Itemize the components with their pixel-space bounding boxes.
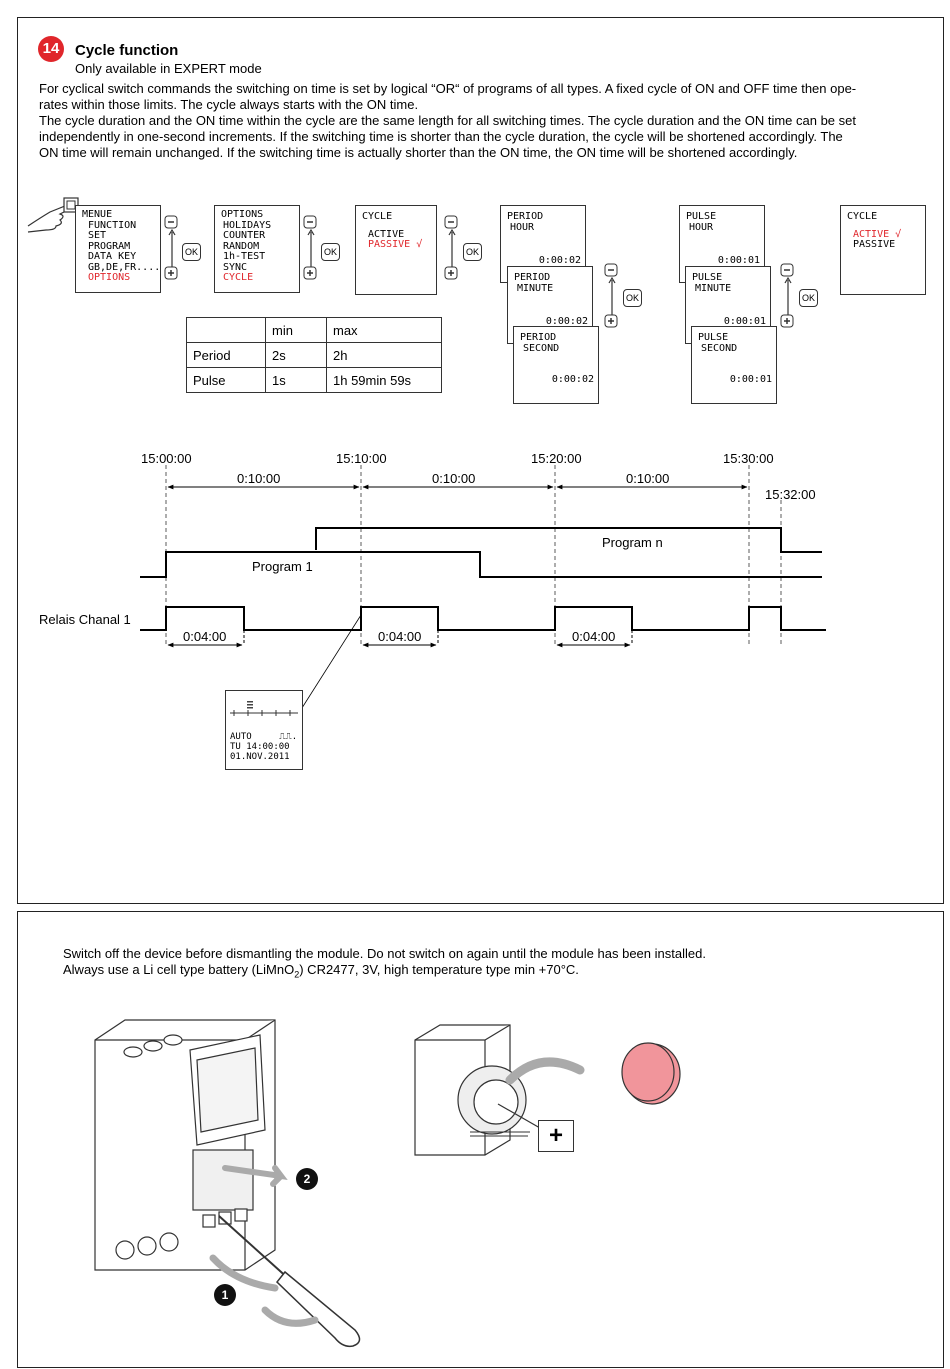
on-time-label: 0:04:00 [572,629,616,644]
on-time-label: 0:04:00 [378,629,422,644]
button-group-4 [604,263,618,328]
minus-button[interactable] [303,215,317,229]
relais-signal [140,606,826,631]
time-label-t4: 15:32:00 [765,487,816,502]
display-mode: AUTO [230,732,252,742]
step-1-badge: 1 [214,1284,236,1306]
check-mark-icon: √ [416,239,423,250]
battery-coin-icon [621,1042,681,1105]
table-header-row: min max [186,317,442,343]
time-label-t0: 15:00:00 [141,451,192,466]
plus-button[interactable] [444,266,458,280]
minus-button[interactable] [604,263,618,277]
display-time: TU 14:00:00 [230,742,290,752]
time-label-t3: 15:30:00 [723,451,774,466]
ok-button[interactable]: OK [182,243,201,261]
interval-label: 0:10:00 [626,471,670,486]
time-label-t1: 15:10:00 [336,451,387,466]
lcd-period-second: PERIOD SECOND 0:00:02 [513,326,599,404]
button-group-5 [780,263,794,328]
button-group-1 [164,215,178,280]
hour-bar-icon [230,701,298,716]
plus-button[interactable] [303,266,317,280]
relais-channel-label: Relais Chanal 1 [39,612,131,627]
hand-pointer-icon [27,197,79,233]
battery-module-illustration [414,1024,585,1156]
lcd-options-screen: OPTIONS HOLIDAYS COUNTER RANDOM 1h-TEST … [214,205,300,293]
minus-button[interactable] [780,263,794,277]
plus-button[interactable] [164,266,178,280]
minus-button[interactable] [164,215,178,229]
program-1-signal [140,551,822,578]
battery-instructions: Switch off the device before dismantling… [63,946,706,980]
program-n-signal [315,527,822,553]
interval-label: 0:10:00 [432,471,476,486]
button-group-2 [303,215,317,280]
minus-button[interactable] [444,215,458,229]
program-n-label: Program n [602,535,663,550]
step-2-badge: 2 [296,1168,318,1190]
check-mark-icon: √ [895,228,902,240]
lcd-pulse-second: PULSE SECOND 0:00:01 [691,326,777,404]
time-label-t2: 15:20:00 [531,451,582,466]
lcd-cycle-screen-1: CYCLE ACTIVE PASSIVE √ [355,205,437,295]
section-title: Cycle function [75,42,179,59]
timing-diagram [140,465,826,736]
ok-button[interactable]: OK [321,243,340,261]
timer-device-illustration [94,1019,361,1348]
intro-paragraph: For cyclical switch commands the switchi… [39,81,857,160]
cycle-function-panel: 14 Cycle function Only available in EXPE… [17,17,944,904]
ok-button[interactable]: OK [463,243,482,261]
section-number-badge: 14 [38,36,64,62]
lcd-menu-screen: MENUE FUNCTION SET PROGRAM DATA KEY GB,D… [75,205,161,293]
ok-button[interactable]: OK [799,289,818,307]
display-date: 01.NOV.2011 [230,752,290,762]
device-status-display: AUTO ⎍⎍. TU 14:00:00 01.NOV.2011 [225,690,303,770]
lcd-cycle-screen-2: CYCLE ACTIVE √ PASSIVE [840,205,926,295]
pulse-icon: ⎍⎍. [279,732,298,742]
plus-button[interactable] [780,314,794,328]
positive-terminal-icon: + [538,1120,574,1152]
plus-button[interactable] [604,314,618,328]
on-time-label: 0:04:00 [183,629,227,644]
interval-label: 0:10:00 [237,471,281,486]
ok-button[interactable]: OK [623,289,642,307]
section-subtitle: Only available in EXPERT mode [75,61,262,76]
button-group-3 [444,215,458,280]
program-1-label: Program 1 [252,559,313,574]
